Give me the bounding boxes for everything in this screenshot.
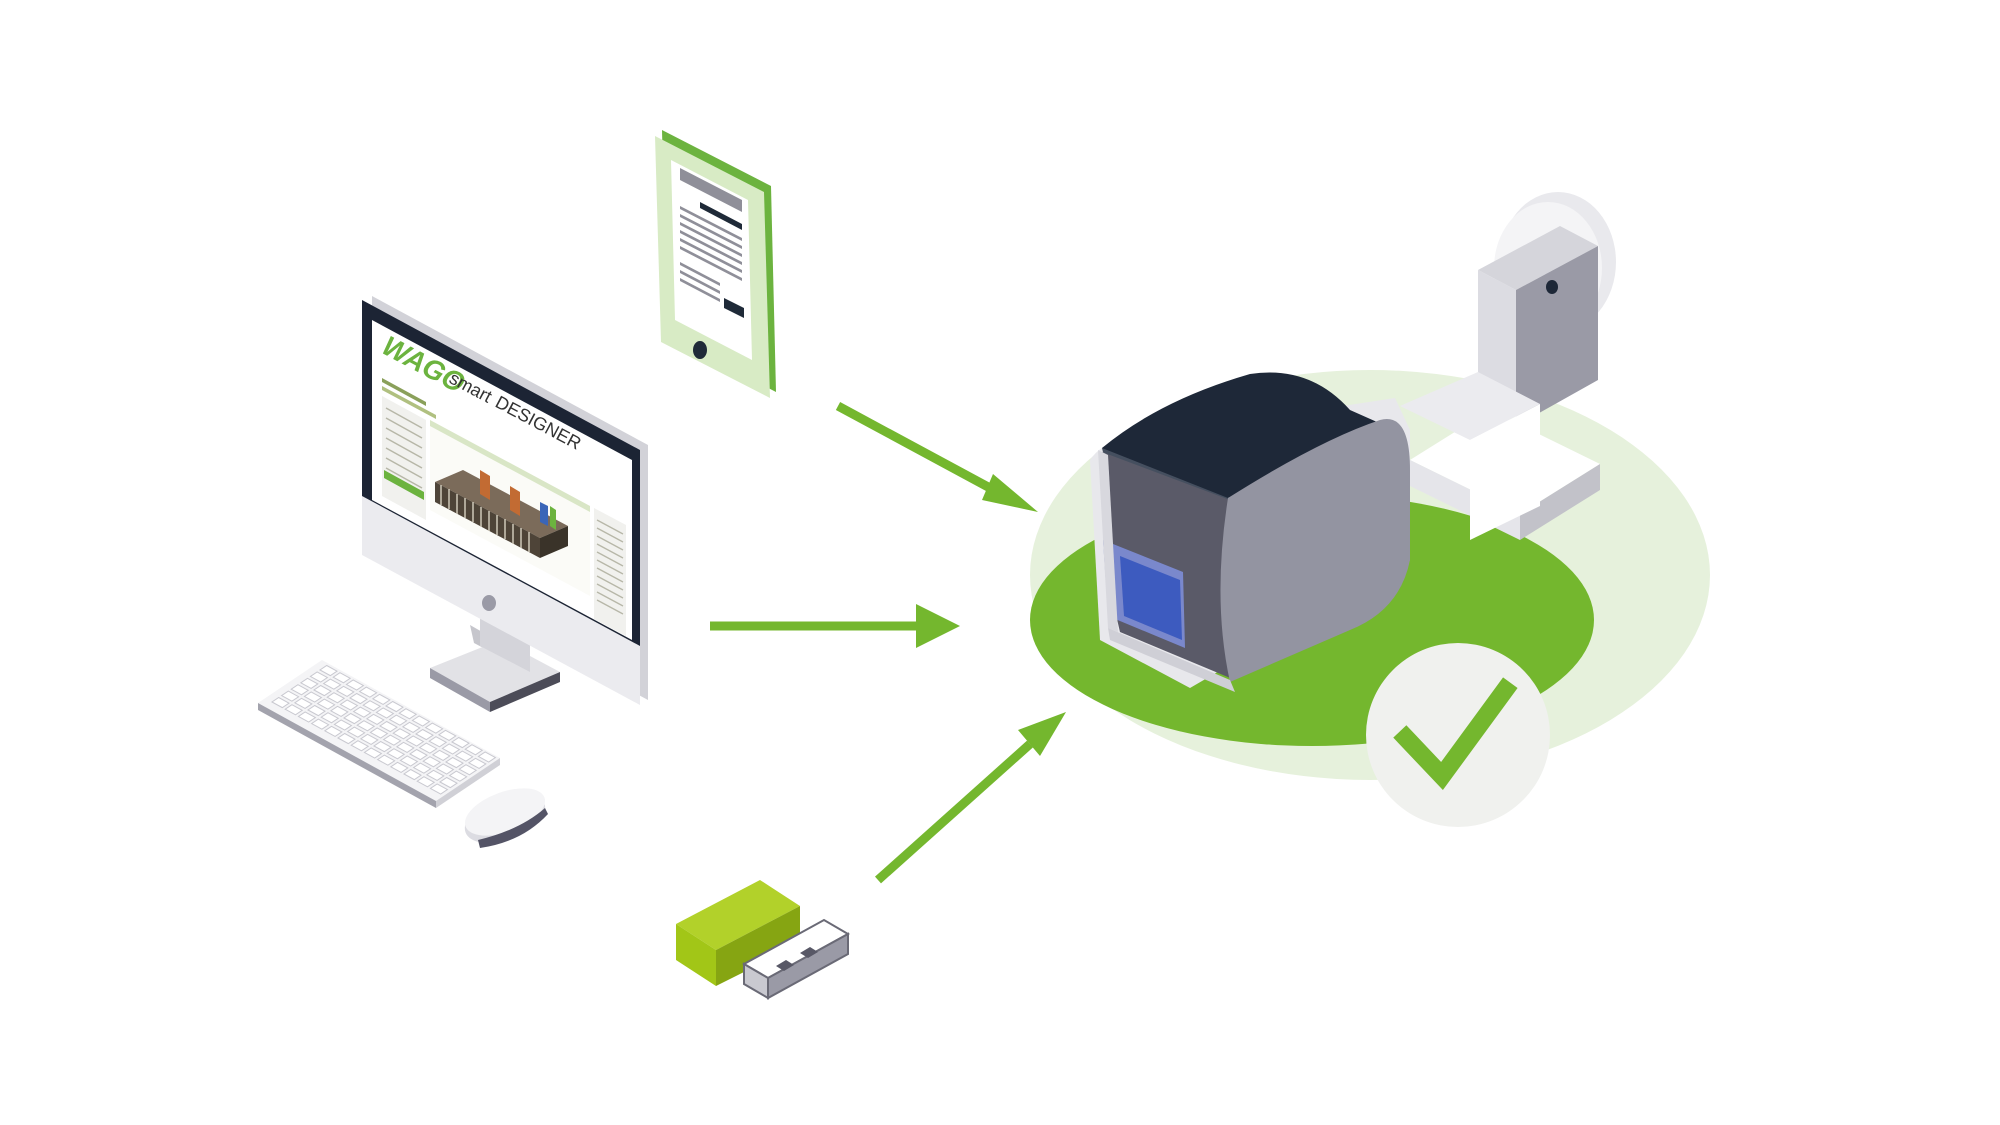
- label-reel-icon: [1400, 192, 1616, 540]
- keyboard-key: [437, 729, 457, 741]
- keyboard-key: [411, 715, 431, 727]
- keyboard-key: [389, 761, 409, 773]
- keyboard-key: [293, 697, 313, 709]
- keyboard-key: [395, 741, 415, 753]
- keyboard-key: [335, 685, 355, 697]
- keyboard-key: [352, 706, 372, 718]
- keyboard-key: [451, 736, 470, 749]
- keyboard-key: [350, 740, 370, 752]
- keyboard-key: [329, 705, 349, 717]
- keyboard-key: [386, 748, 406, 760]
- keyboard-key: [346, 726, 366, 738]
- keyboard-key: [299, 677, 319, 689]
- keyboard-key: [454, 750, 474, 762]
- keyboard-key: [399, 755, 419, 767]
- monitor-icon: WAGO smart DESIGNER: [362, 296, 648, 712]
- keyboard-key: [467, 757, 487, 769]
- keyboard-key: [415, 728, 434, 741]
- keyboard-key: [385, 700, 404, 713]
- label-printer-icon: [1090, 372, 1410, 692]
- keyboard-key: [358, 686, 378, 698]
- keyboard-key: [320, 712, 340, 724]
- keyboard-key: [319, 664, 338, 677]
- keyboard-key: [379, 720, 398, 733]
- checkmark-icon: [1366, 643, 1550, 827]
- keyboard-key: [337, 732, 356, 745]
- keyboard-key: [313, 684, 332, 697]
- keyboard-key: [349, 692, 368, 705]
- keyboard-key: [333, 719, 353, 731]
- keyboard-key: [303, 691, 323, 703]
- keyboard-icon: [258, 660, 500, 808]
- keyboard-key: [439, 776, 458, 789]
- keyboard-key: [356, 720, 376, 732]
- keyboard-key: [464, 744, 484, 756]
- keyboard-key: [332, 672, 352, 684]
- keyboard-key: [284, 704, 304, 716]
- usb-stick-icon: [676, 880, 851, 1000]
- keyboard-key: [310, 718, 330, 730]
- keyboard-key: [382, 734, 402, 746]
- keyboard-key: [376, 754, 396, 766]
- arrow-usb-to-printer: [874, 712, 1066, 884]
- keyboard-key: [429, 783, 449, 795]
- keyboard-key: [401, 721, 421, 733]
- keyboard-key: [388, 714, 408, 726]
- keyboard-key: [359, 733, 379, 745]
- keyboard-key: [403, 768, 422, 781]
- keyboard-key: [307, 704, 326, 717]
- keyboard-key: [422, 756, 442, 768]
- keyboard-key: [409, 748, 428, 761]
- keyboard-key: [345, 679, 365, 691]
- keyboard-key: [369, 727, 389, 739]
- keyboard-key: [431, 749, 451, 761]
- keyboard-key: [441, 743, 461, 755]
- keyboard-key: [392, 728, 412, 740]
- keyboard-key: [375, 707, 395, 719]
- keyboard-key: [365, 713, 385, 725]
- keyboard-key: [339, 699, 359, 711]
- keyboard-key: [435, 763, 455, 775]
- keyboard-key: [412, 762, 432, 774]
- keyboard-key: [405, 735, 425, 747]
- keyboard-key: [290, 684, 310, 696]
- keyboard-key: [448, 770, 468, 782]
- mouse-icon: [464, 788, 548, 848]
- keyboard-key: [316, 698, 336, 710]
- keyboard-key: [323, 725, 343, 737]
- keyboard-key: [477, 751, 497, 763]
- keyboard-key: [424, 722, 444, 734]
- keyboard-key: [271, 696, 290, 709]
- keyboard-key: [362, 700, 382, 712]
- keyboard-key: [363, 747, 383, 759]
- keyboard-key: [398, 708, 418, 720]
- keyboard-key: [445, 756, 464, 769]
- keyboard-key: [322, 678, 342, 690]
- keyboard-key: [326, 692, 346, 704]
- keyboard-key: [373, 740, 392, 753]
- keyboard-key: [280, 690, 300, 702]
- keyboard-key: [297, 711, 317, 723]
- arrow-computer-to-printer: [710, 604, 960, 648]
- keyboard-key: [371, 693, 391, 705]
- keyboard-key: [418, 742, 438, 754]
- tablet-icon: [655, 130, 776, 398]
- keyboard-key: [343, 712, 362, 725]
- printer-station: [1030, 192, 1710, 827]
- keyboard-key: [428, 736, 448, 748]
- arrow-tablet-to-printer: [835, 402, 1038, 512]
- keyboard-key: [309, 671, 329, 683]
- keyboard-key: [425, 769, 445, 781]
- keyboard-keys: [271, 664, 497, 795]
- keyboard-key: [416, 776, 436, 788]
- keyboard-key: [458, 764, 478, 776]
